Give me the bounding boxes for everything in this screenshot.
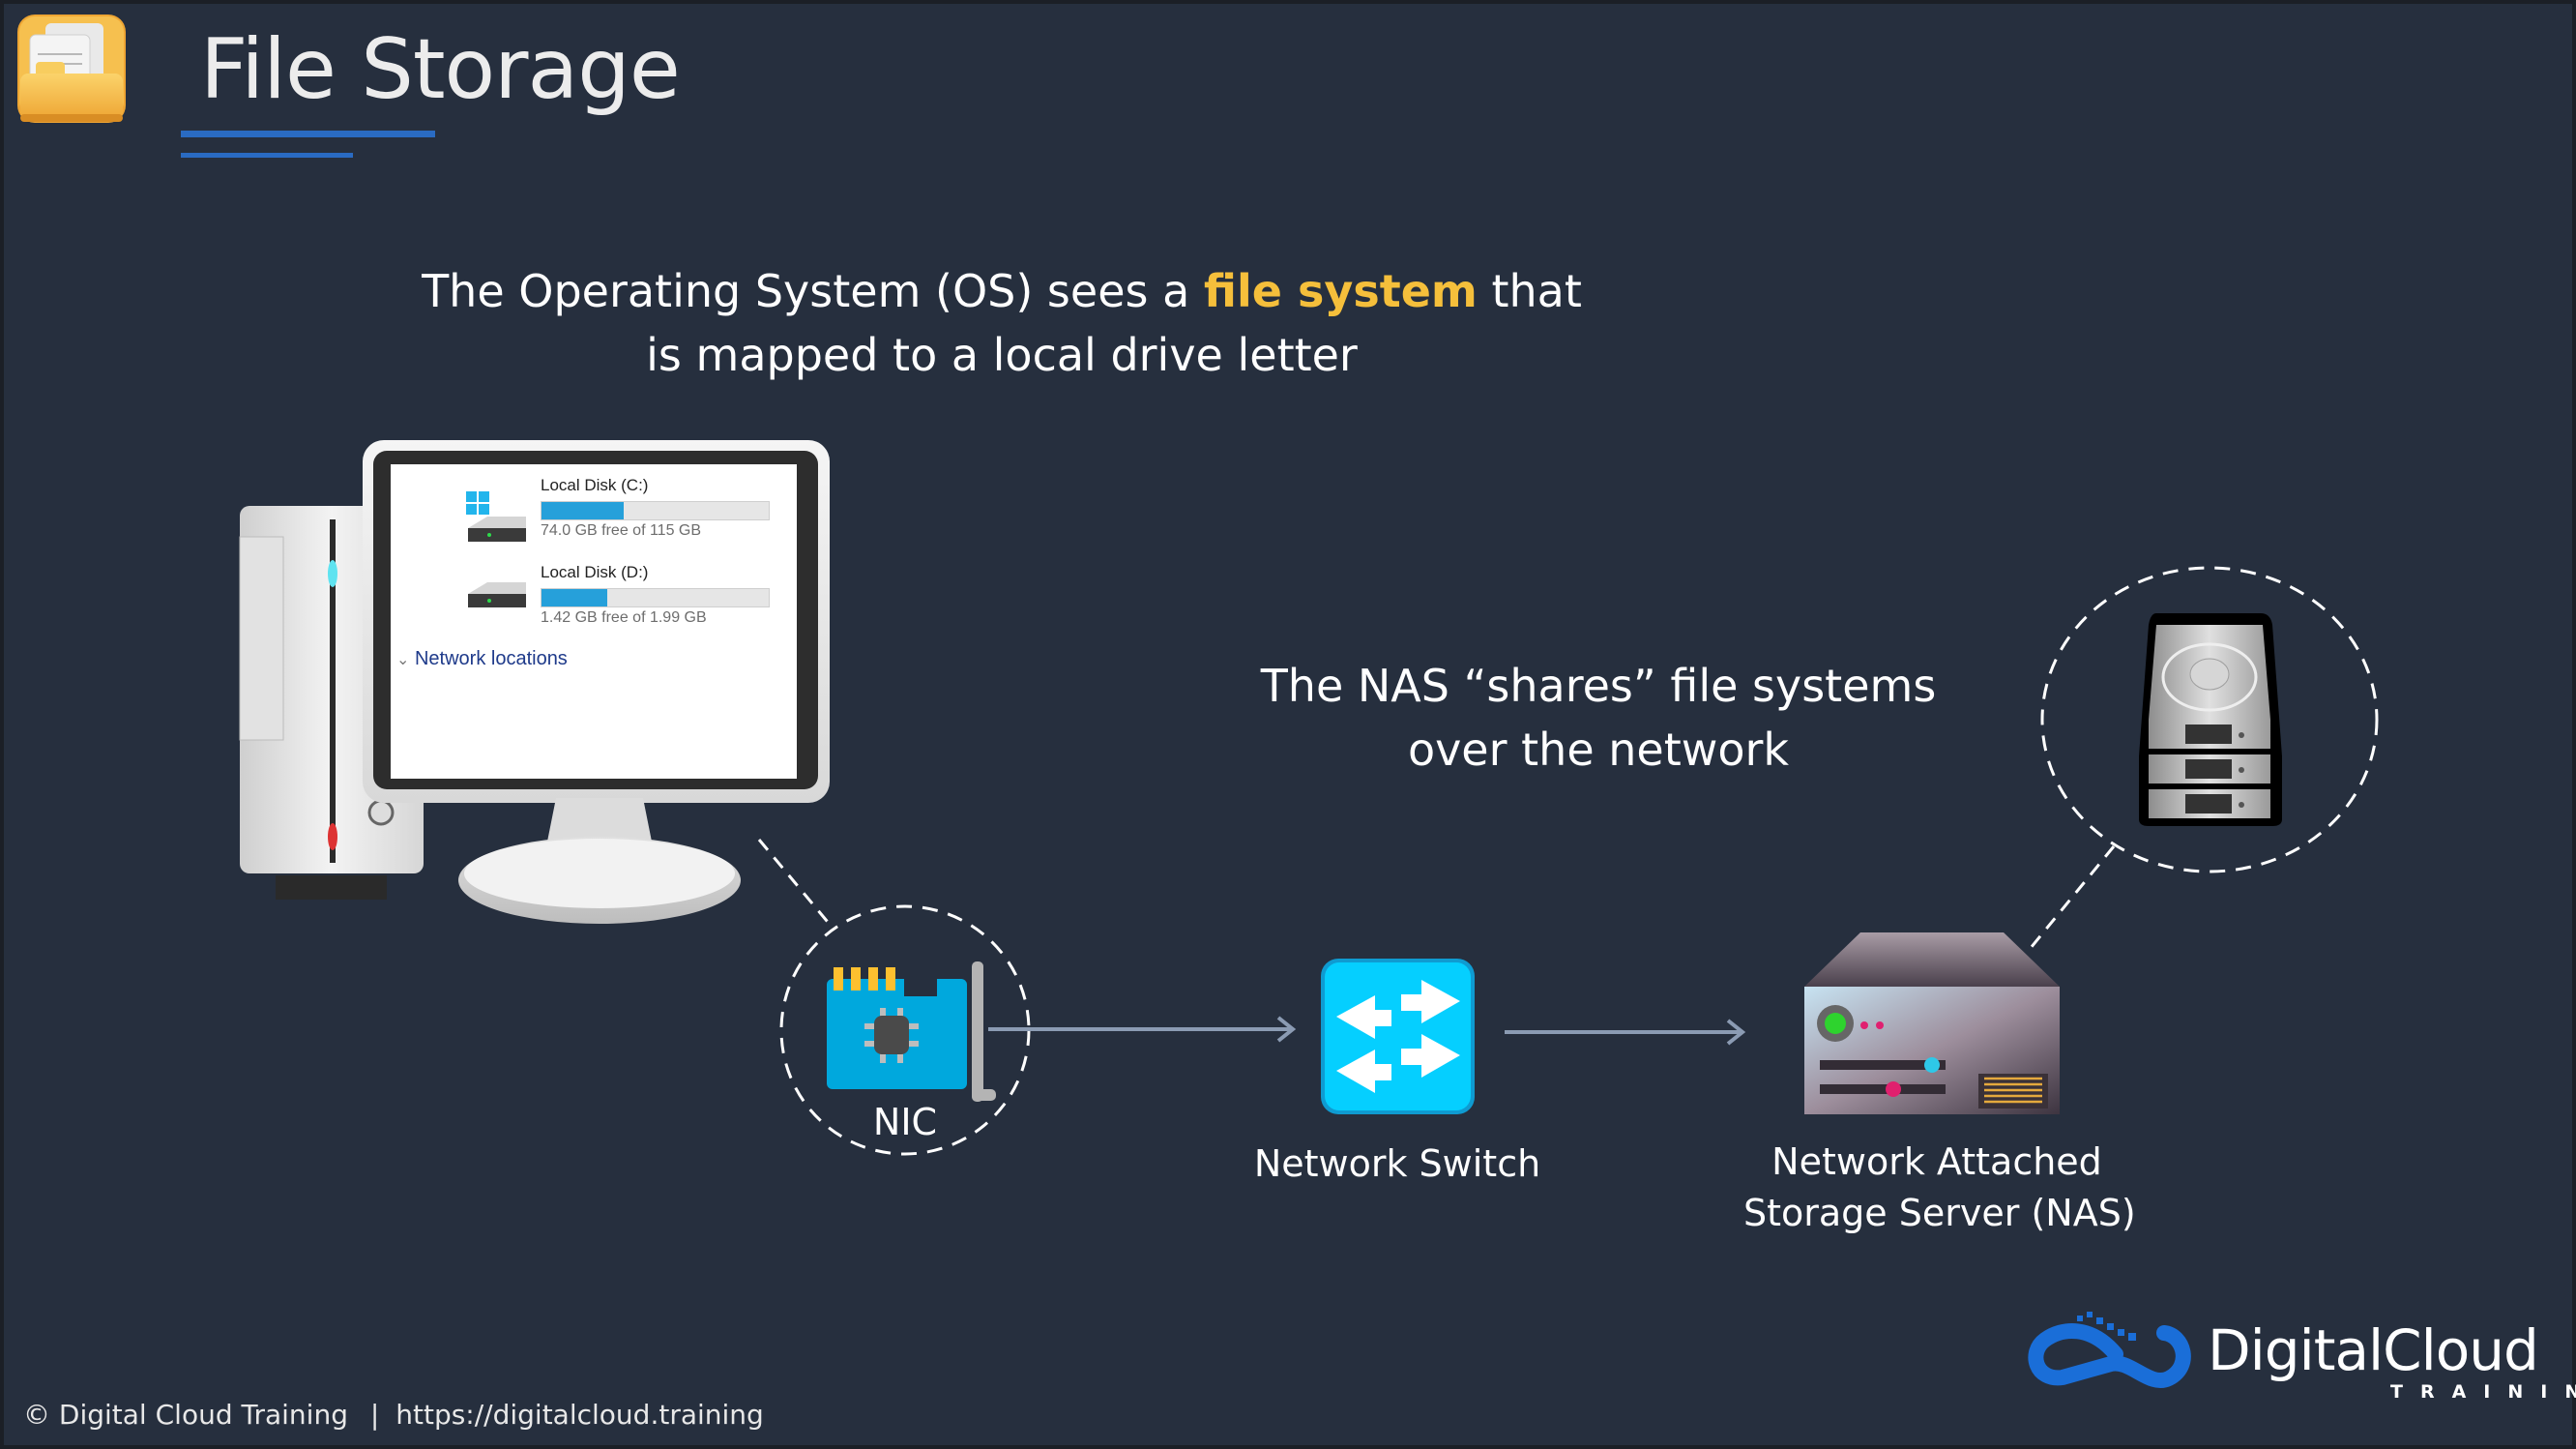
nas-label-line1: Network Attached [1771, 1140, 2102, 1183]
drive-d-free-text: 1.42 GB free of 1.99 GB [541, 609, 707, 626]
storage-highlight-circle [2040, 566, 2379, 873]
footer-url-link[interactable]: https://digitalcloud.training [395, 1399, 764, 1431]
nas-label-line2: Storage Server (NAS) [1743, 1192, 2136, 1234]
os-caption-line2: is mapped to a local drive letter [646, 329, 1358, 381]
drive-d-usage-bar [541, 588, 770, 607]
monitor-stand [458, 798, 741, 924]
copyright-text: © Digital Cloud Training [23, 1399, 348, 1431]
windows-drive-icon [466, 491, 526, 542]
os-caption: The Operating System (OS) sees a file sy… [422, 259, 1582, 387]
drive-c-usage-bar [541, 501, 770, 520]
file-explorer-window: Local Disk (C:) 74.0 GB free of 115 GB L… [391, 464, 797, 779]
server-icon [1804, 932, 2060, 1114]
drive-c-free-text: 74.0 GB free of 115 GB [541, 522, 702, 539]
title-underline [181, 131, 435, 137]
network-locations-label: Network locations [414, 648, 568, 669]
chevron-down-icon: ⌄ [396, 652, 410, 668]
digitalcloud-logo-icon [2028, 1312, 2191, 1388]
switch-label: Network Switch [1253, 1142, 1541, 1185]
nas-caption-line1: The NAS “shares” file systems [1260, 660, 1937, 712]
drive-d-name[interactable]: Local Disk (D:) [541, 563, 649, 581]
title-underline-short [181, 153, 353, 158]
drive-icon [468, 582, 526, 607]
footer: © Digital Cloud Training | https://digit… [23, 1399, 764, 1431]
file-system-highlight: file system [1203, 265, 1478, 317]
network-card-icon [827, 961, 996, 1102]
nas-label: Network Attached Storage Server (NAS) [1743, 1137, 2136, 1239]
network-switch-icon [1321, 959, 1475, 1114]
os-caption-text: The Operating System (OS) sees a [422, 265, 1204, 317]
drive-d-usage-fill [542, 589, 608, 606]
os-caption-text-end: that [1477, 265, 1582, 317]
footer-separator: | [369, 1399, 380, 1431]
drive-c-name[interactable]: Local Disk (C:) [541, 476, 649, 494]
computer-nic-connector [757, 839, 834, 928]
folder-with-documents-icon [17, 15, 126, 123]
hard-drive-stack-icon [2139, 613, 2282, 826]
arrow-nic-to-switch [988, 1016, 1297, 1043]
nas-caption-line2: over the network [1407, 724, 1790, 776]
network-locations-header[interactable]: ⌄ Network locations [396, 648, 568, 670]
drive-c-usage-fill [542, 502, 624, 519]
logo-name: DigitalCloud [2208, 1317, 2539, 1383]
nic-label: NIC [872, 1101, 938, 1143]
nas-caption: The NAS “shares” file systems over the n… [1212, 654, 1985, 782]
page-title: File Storage [200, 21, 681, 118]
logo-subtitle: TRAINING [2390, 1381, 2576, 1403]
arrow-switch-to-nas [1505, 1019, 1746, 1046]
